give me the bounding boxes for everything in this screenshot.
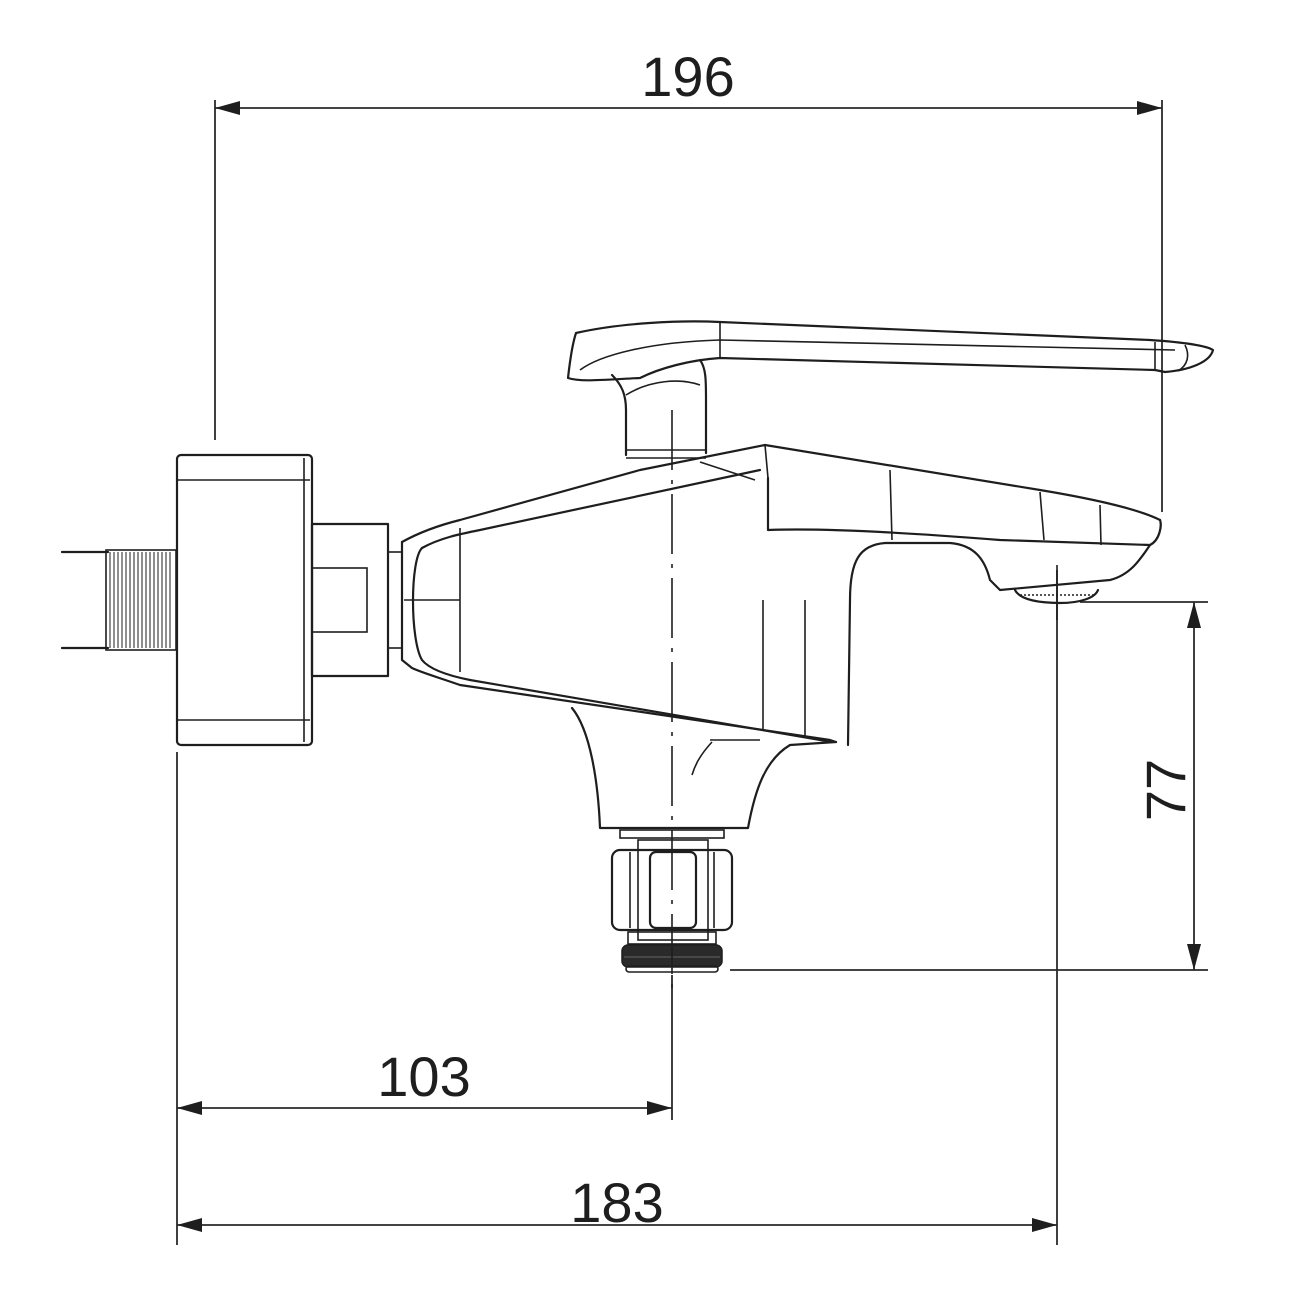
dimension-label-196: 196 — [641, 45, 734, 108]
connector-nut — [310, 522, 402, 678]
center-lines — [671, 410, 1058, 990]
wall-flange — [175, 453, 314, 747]
thread-pattern — [109, 552, 171, 648]
dimension-196: 196 — [214, 45, 1163, 512]
lower-outlet — [570, 706, 838, 973]
dimension-label-77: 77 — [1134, 759, 1197, 821]
dimension-103: 103 — [176, 752, 673, 1245]
faucet-body — [400, 443, 1162, 747]
dimension-77: 77 — [730, 601, 1208, 971]
threaded-inlet-pipe — [60, 549, 177, 651]
dimension-label-103: 103 — [377, 1045, 470, 1108]
lever-handle — [566, 320, 1215, 459]
dimension-183: 183 — [177, 570, 1058, 1245]
dimension-label-183: 183 — [570, 1171, 663, 1234]
